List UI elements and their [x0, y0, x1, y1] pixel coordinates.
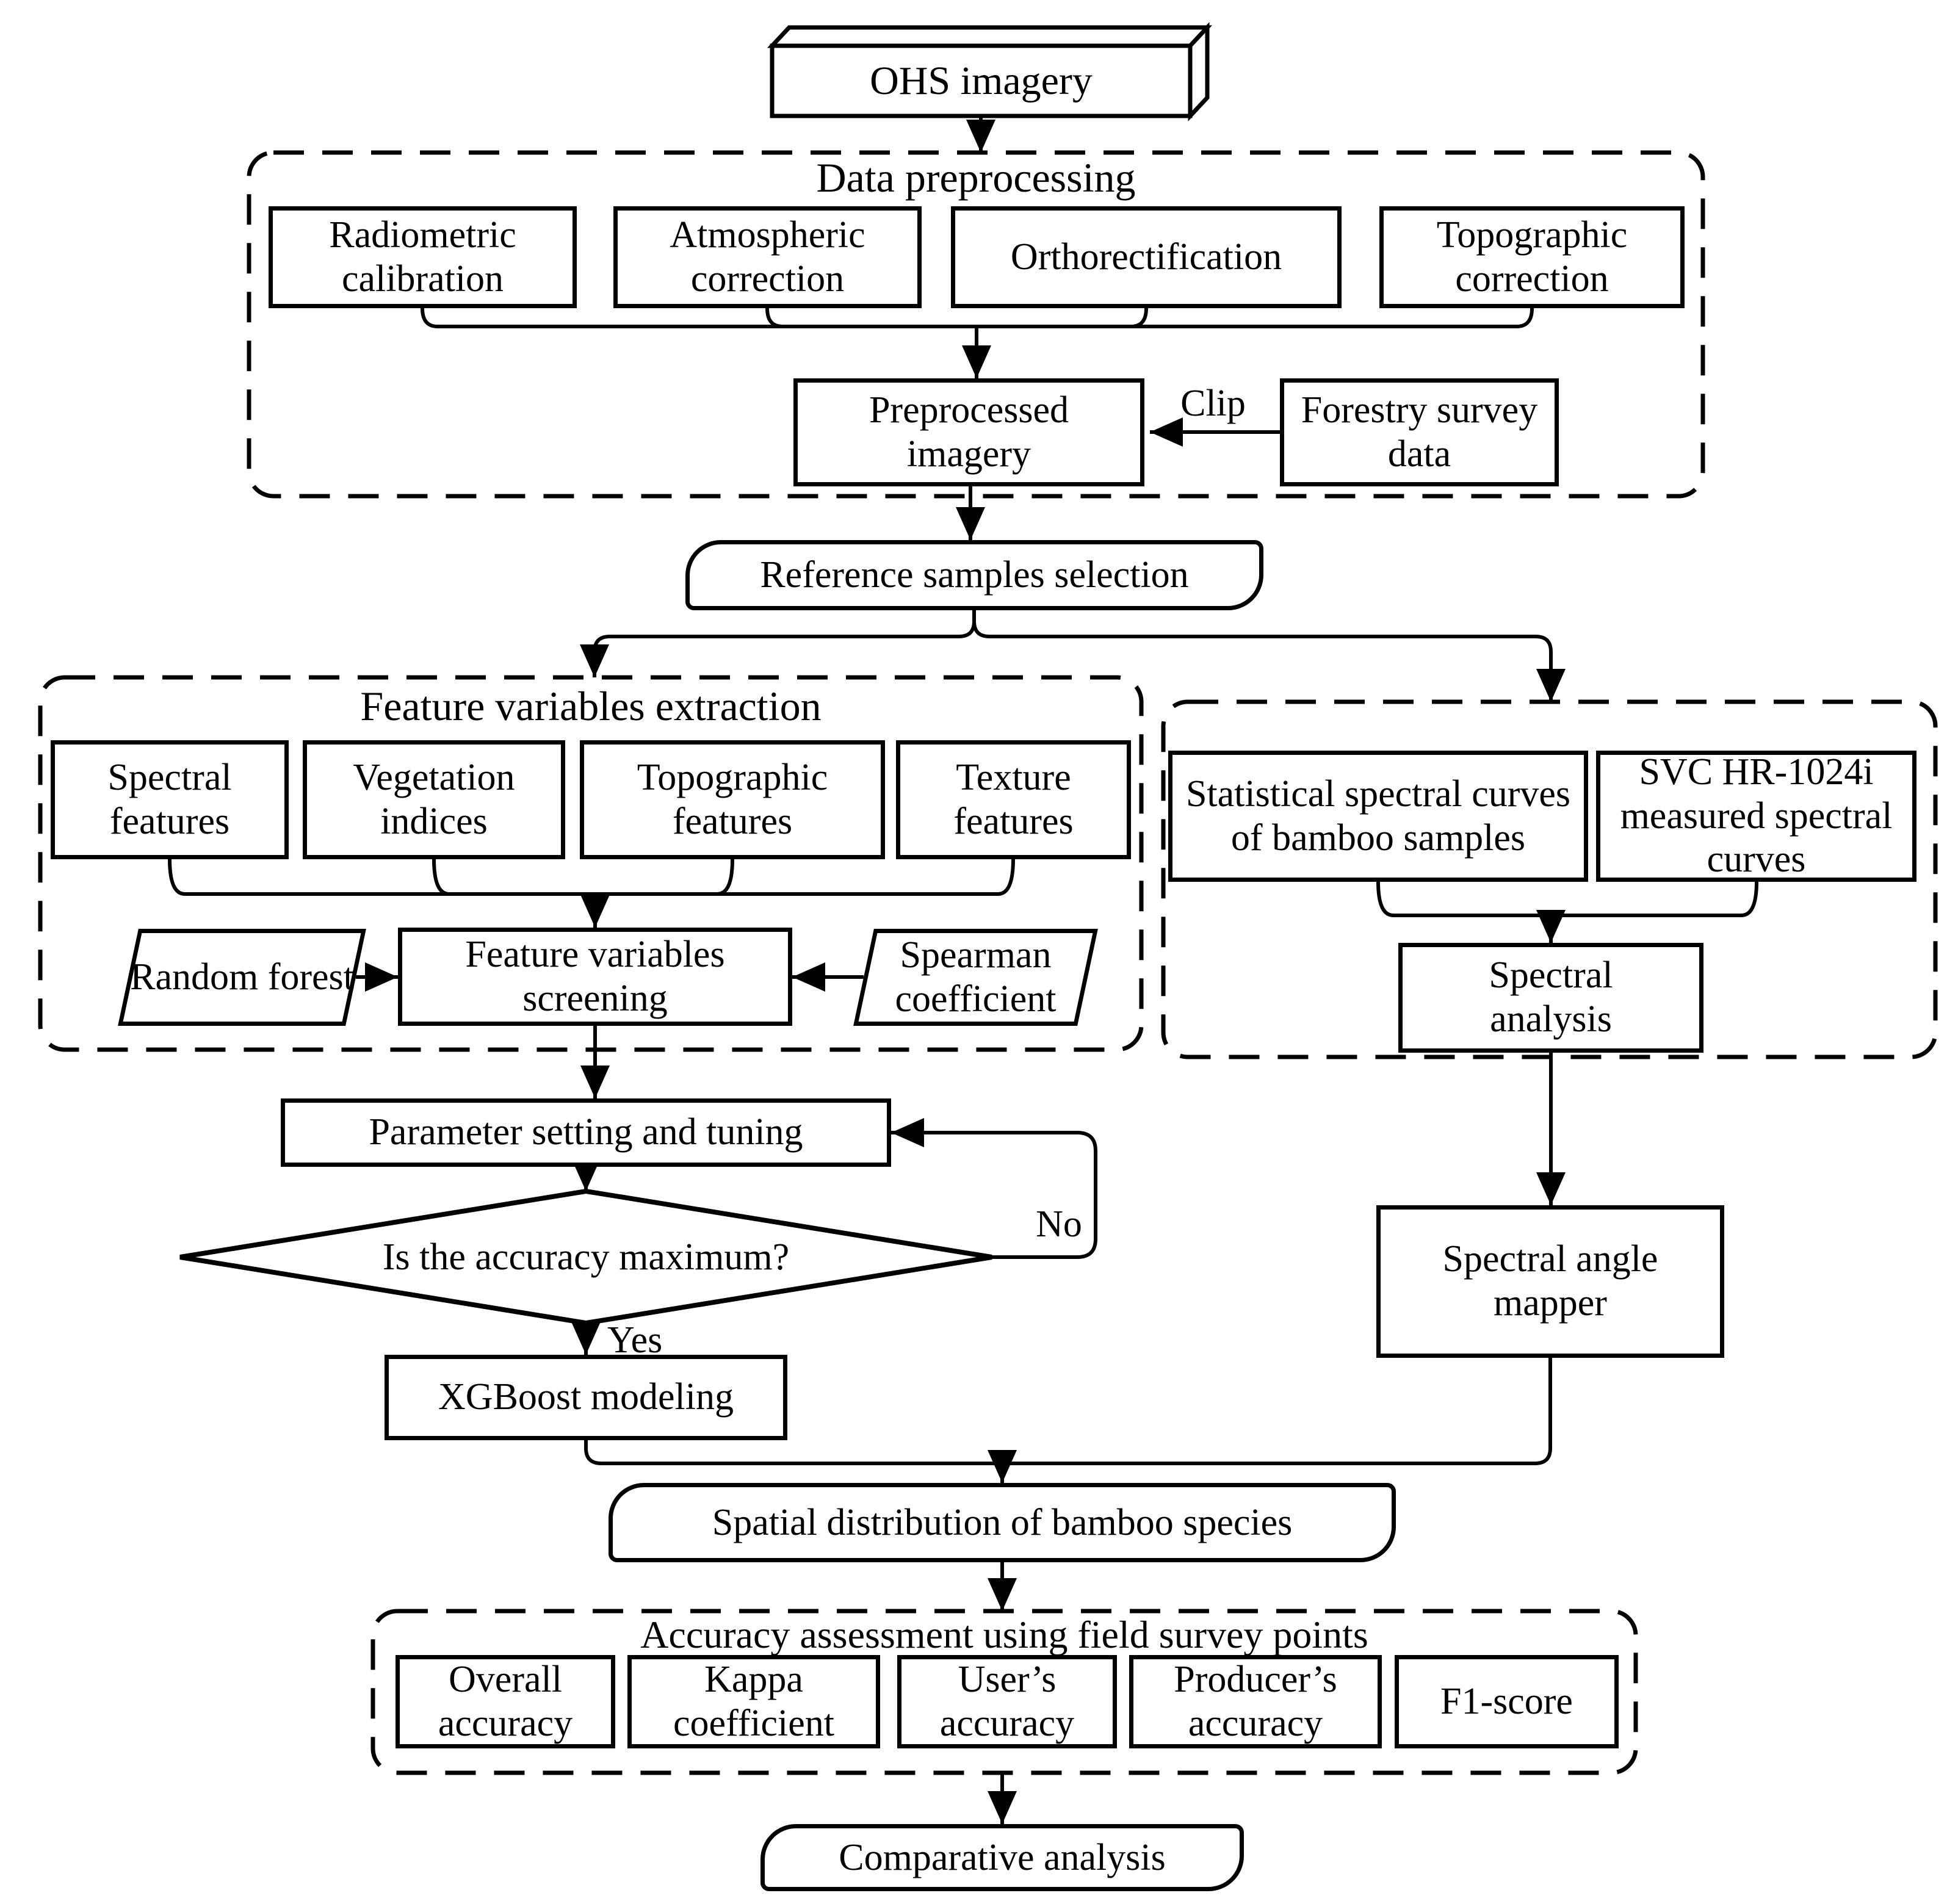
node-orthorectification: Orthorectification — [951, 206, 1342, 308]
node-topographic-features: Topographic features — [580, 740, 885, 859]
edge-reference-to-curves — [972, 610, 1566, 702]
node-reference-samples-selection: Reference samples selection — [685, 540, 1263, 610]
connectors — [168, 116, 1758, 1824]
node-overall-accuracy: Overall accuracy — [396, 1655, 615, 1748]
node-spearman-coefficient: Spearman coefficient — [853, 929, 1098, 1026]
yes-label: Yes — [607, 1319, 663, 1361]
node-feature-variables-screening: Feature variables screening — [398, 928, 792, 1026]
node-spectral-analysis: Spectral analysis — [1398, 943, 1703, 1053]
node-topographic-correction: Topographic correction — [1379, 206, 1685, 308]
node-random-forest: Random forest — [118, 929, 366, 1026]
no-label: No — [1036, 1203, 1082, 1245]
node-spectral-angle-mapper: Spectral angle mapper — [1376, 1205, 1724, 1358]
node-users-accuracy: User’s accuracy — [897, 1655, 1117, 1748]
node-xgboost-modeling: XGBoost modeling — [385, 1355, 787, 1440]
preprocessing-container — [247, 150, 1705, 499]
node-vegetation-indices: Vegetation indices — [303, 740, 565, 859]
node-texture-features: Texture features — [896, 740, 1131, 859]
node-producers-accuracy: Producer’s accuracy — [1129, 1655, 1382, 1748]
node-spatial-distribution: Spatial distribution of bamboo species — [609, 1483, 1396, 1562]
node-preprocessed-imagery: Preprocessed imagery — [793, 378, 1144, 486]
feature-extraction-container — [38, 675, 1144, 1052]
node-statistical-spectral-curves: Statistical spectral curves of bamboo sa… — [1168, 751, 1588, 882]
edge-no-loop — [891, 1118, 1097, 1259]
node-comparative-analysis: Comparative analysis — [760, 1824, 1244, 1891]
clip-label: Clip — [1180, 383, 1246, 424]
node-spectral-features: Spectral features — [51, 740, 289, 859]
feature-extraction-title: Feature variables extraction — [360, 683, 822, 729]
node-svc-measured-curves: SVC HR-1024i measured spectral curves — [1596, 751, 1916, 882]
node-accuracy-maximum-question: Is the accuracy maximum? — [382, 1236, 790, 1278]
preprocessing-title: Data preprocessing — [816, 154, 1136, 201]
node-atmospheric-correction: Atmospheric correction — [613, 206, 922, 308]
node-kappa-coefficient: Kappa coefficient — [627, 1655, 880, 1748]
node-parameter-setting-tuning: Parameter setting and tuning — [281, 1098, 891, 1167]
node-radiometric-calibration: Radiometric calibration — [269, 206, 577, 308]
node-ohs-imagery: OHS imagery — [870, 58, 1093, 103]
accuracy-assessment-title: Accuracy assessment using field survey p… — [640, 1613, 1368, 1656]
node-f1-score: F1-score — [1395, 1655, 1619, 1748]
node-forestry-survey-data: Forestry survey data — [1280, 378, 1559, 486]
accuracy-assessment-container — [370, 1609, 1638, 1775]
edge-reference-to-features — [580, 610, 976, 677]
